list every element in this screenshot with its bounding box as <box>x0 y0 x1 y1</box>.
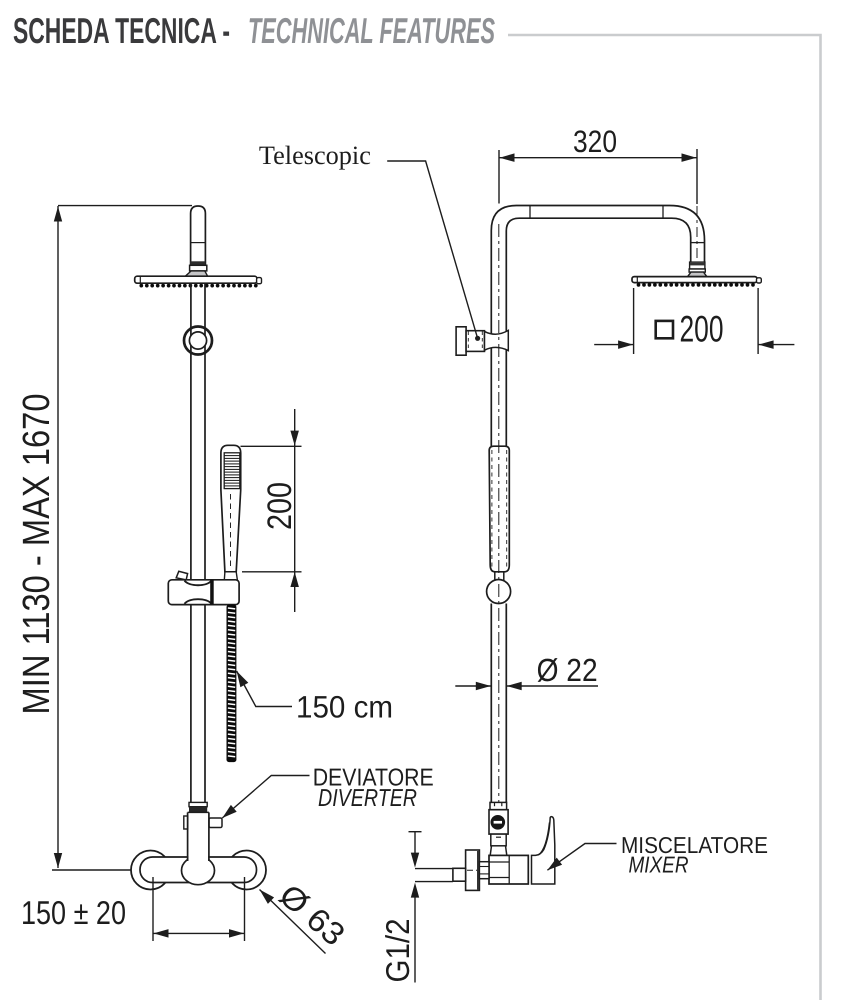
svg-text:DEVIATORE: DEVIATORE <box>313 765 434 792</box>
svg-text:Telescopic: Telescopic <box>259 140 371 170</box>
svg-text:150 cm: 150 cm <box>296 690 393 725</box>
svg-text:SCHEDA TECNICA -: SCHEDA TECNICA - <box>13 10 230 51</box>
svg-text:MISCELATORE: MISCELATORE <box>621 832 768 858</box>
svg-text:MIN 1130 - MAX 1670: MIN 1130 - MAX 1670 <box>16 394 58 715</box>
svg-text:Ø 22: Ø 22 <box>537 652 598 688</box>
svg-text:DIVERTER: DIVERTER <box>318 785 417 812</box>
svg-text:200: 200 <box>680 309 724 350</box>
svg-text:MIXER: MIXER <box>629 852 689 878</box>
svg-text:200: 200 <box>261 482 299 530</box>
svg-text:G1/2: G1/2 <box>379 919 416 983</box>
svg-text:TECHNICAL FEATURES: TECHNICAL FEATURES <box>248 10 495 51</box>
svg-text:150 ± 20: 150 ± 20 <box>21 894 126 931</box>
svg-text:320: 320 <box>573 124 617 159</box>
